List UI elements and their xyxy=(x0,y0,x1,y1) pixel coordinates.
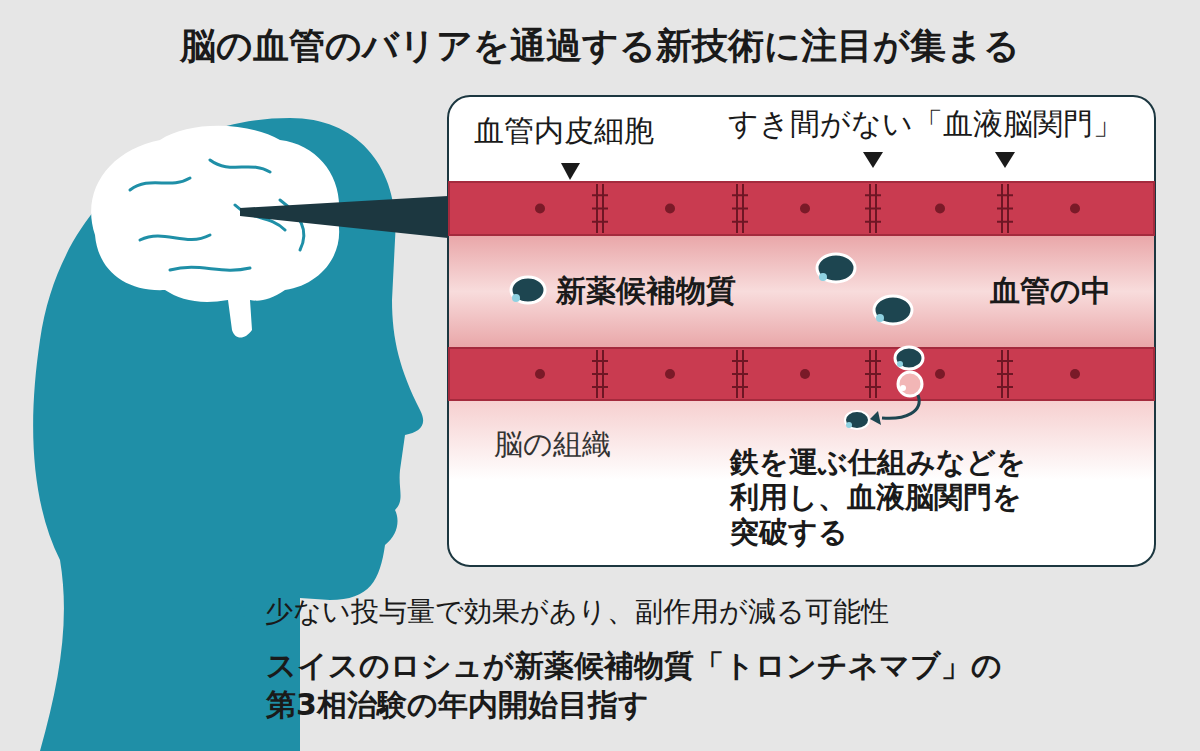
part-label: 脳の組織 xyxy=(494,426,611,462)
junction-tick xyxy=(997,373,1013,375)
vessel-wall-bottom xyxy=(449,348,1154,400)
result-arrow xyxy=(205,594,250,630)
junction-tick xyxy=(732,386,748,388)
junction-tick xyxy=(997,208,1013,210)
cell-nucleus xyxy=(535,204,545,214)
junction-tick xyxy=(865,386,881,388)
label-pointers xyxy=(561,152,1015,180)
junction-tick xyxy=(592,208,608,210)
junction-tick xyxy=(865,221,881,223)
detail-panel xyxy=(448,96,1155,566)
cell-nucleus xyxy=(1070,204,1080,214)
cell-nucleus xyxy=(800,369,810,379)
cell-nucleus xyxy=(1070,369,1080,379)
junction-tick xyxy=(865,208,881,210)
junction-tick xyxy=(592,373,608,375)
junction-tick xyxy=(732,194,748,196)
junction-tick xyxy=(865,194,881,196)
junction-tick xyxy=(865,373,881,375)
junction-tick xyxy=(592,194,608,196)
junction-tick xyxy=(997,221,1013,223)
junction-tick xyxy=(732,373,748,375)
part-label: 血管内皮細胞 xyxy=(474,112,654,150)
cell-nucleus xyxy=(665,204,675,214)
cell-nucleus xyxy=(665,369,675,379)
note: 鉄を運ぶ仕組みなどを 利用し、血液脳関門を 突破する xyxy=(730,445,1032,549)
drug-particles xyxy=(511,254,923,429)
cell-nucleus xyxy=(935,369,945,379)
junction-tick xyxy=(592,360,608,362)
junction-tick xyxy=(732,221,748,223)
note: 少ない投与量で効果があり、副作用が減る可能性 xyxy=(265,594,889,629)
brain xyxy=(91,126,339,338)
junction-tick xyxy=(997,360,1013,362)
vessel-wall-top xyxy=(449,182,1154,235)
leader-wedge xyxy=(240,196,448,238)
junction-tick xyxy=(997,194,1013,196)
note: スイスのロシュが新薬候補物質「トロンチネマブ」の 第3相治験の年内開始目指す xyxy=(266,646,1004,724)
part-label: すき間がない「血液脳関門」 xyxy=(728,105,1123,143)
cell-nucleus xyxy=(800,204,810,214)
cell-nucleus xyxy=(935,204,945,214)
junction-tick xyxy=(592,386,608,388)
part-label: 新薬候補物質 xyxy=(556,272,736,310)
junction-tick xyxy=(732,360,748,362)
lumen xyxy=(449,235,1154,348)
title: 脳の血管のバリアを通過する新技術に注目が集まる xyxy=(0,24,1200,69)
junction-tick xyxy=(732,208,748,210)
junction-tick xyxy=(997,386,1013,388)
junction-tick xyxy=(592,221,608,223)
junction-tick xyxy=(865,360,881,362)
part-label: 血管の中 xyxy=(990,272,1111,310)
cell-nucleus xyxy=(535,369,545,379)
